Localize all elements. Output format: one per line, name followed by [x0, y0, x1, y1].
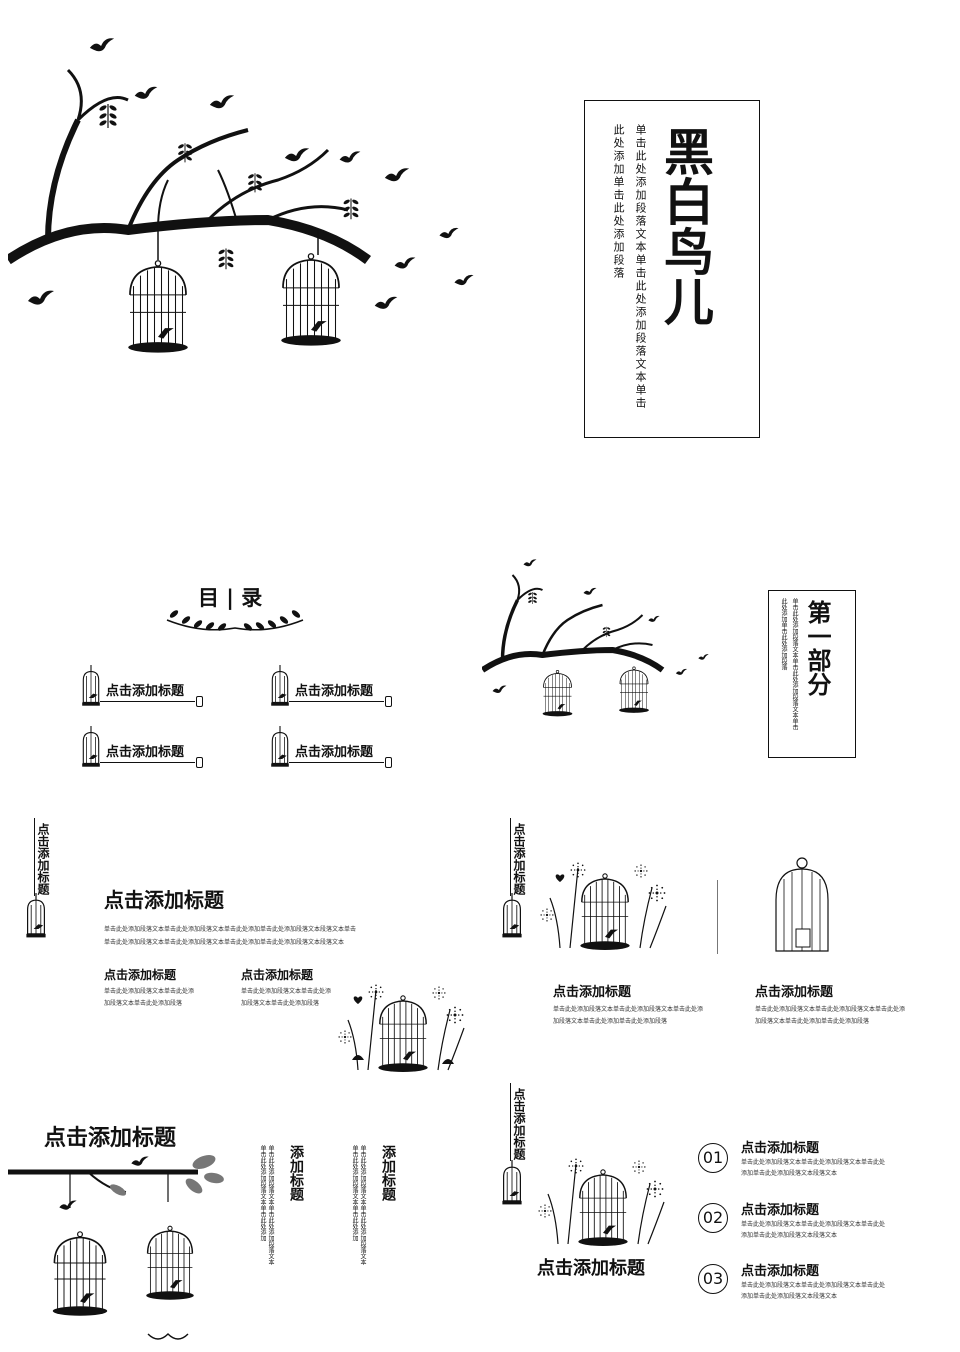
slide4-sub2-title: 点击添加标题 [241, 968, 314, 982]
side-line [510, 818, 511, 896]
toc-cage-icon [270, 665, 290, 707]
slide7-cage-flowers-art [538, 1158, 665, 1247]
slide4-cage-icon [25, 893, 47, 939]
slide7-item-1-title: 点击添加标题 [741, 1141, 820, 1156]
slide7-cage-icon [501, 1160, 523, 1206]
slide6-col1-heading: 添加标题 [288, 1145, 304, 1201]
toc-cage-icon [81, 665, 101, 707]
part-one-body-col1: 单击此处添加段落文本单击此处添加段落文本单击 [791, 598, 798, 730]
toc-item-3[interactable]: 点击添加标题 [106, 745, 185, 760]
slide7-side-label: 点击添加标题 [512, 1088, 526, 1160]
slide5-side-label: 点击添加标题 [512, 823, 526, 895]
slide6-col2-heading: 添加标题 [380, 1145, 396, 1201]
slide7-caption: 点击添加标题 [537, 1258, 645, 1279]
slide4-sub1-body: 单击此处添加段落文本单击此处添加段落文本单击此处添加段落 [104, 988, 195, 1007]
side-line [34, 818, 35, 896]
slide5-right-title: 点击添加标题 [755, 985, 834, 1000]
slide7-item-3-title: 点击添加标题 [741, 1264, 820, 1279]
toc-line [289, 762, 384, 763]
cover-body-col1: 单击此处添加段落文本单击此处添加段落文本单击 [634, 124, 647, 410]
slide7-item-2-title: 点击添加标题 [741, 1203, 820, 1218]
toc-item-2[interactable]: 点击添加标题 [295, 684, 374, 699]
slide7-item-3-body: 单击此处添加段落文本单击此处添加段落文本单击此处 [741, 1282, 886, 1289]
slide5-right-body: 单击此处添加段落文本单击此处添加段落文本单击此处添加段落文本单击此处添加单击此处… [755, 1006, 906, 1025]
slide5-left-title: 点击添加标题 [553, 985, 632, 1000]
slide5-left-body: 单击此处添加段落文本单击此处添加段落文本单击此处添加段落文本单击此处添加单击此处… [553, 1006, 704, 1025]
slide7-item-1-body: 单击此处添加段落文本单击此处添加段落文本单击此处 [741, 1159, 886, 1166]
slide4-body-line2: 单击此处添加段落文本单击此处添加段落文本单击此处添加单击此处添加段落文本段落文本 [104, 939, 345, 946]
slide4-title: 点击添加标题 [104, 888, 224, 912]
slide6-col1-body: 单击此处添加段落文本单击此处添加段落文本单击此处添加段落文本单击此处添加 [259, 1145, 274, 1265]
part-one-tree-art [482, 559, 709, 717]
toc-bulb-icon [385, 696, 392, 707]
slide7-item-3-body2: 添加单击此处添加段落文本段落文本 [741, 1293, 838, 1300]
item-number-badge: 03 [698, 1264, 728, 1294]
cover-title: 黑白鸟儿 [656, 126, 714, 326]
slide5-cage-flowers-art [540, 862, 667, 951]
toc-line [289, 701, 384, 702]
toc-line [100, 762, 195, 763]
cover-body-col2: 此处添加单击此处添加段落 [612, 124, 625, 280]
slide6-title: 点击添加标题 [44, 1126, 177, 1151]
slide6-branch-cages-art [8, 1155, 224, 1340]
tree-branch-art [8, 38, 474, 354]
toc-heading: 目 | 录 [198, 586, 263, 610]
toc-cage-icon [81, 726, 101, 768]
part-one-frame [768, 590, 856, 758]
slide5-open-cage-art [775, 857, 829, 952]
side-line [510, 1083, 511, 1161]
slide4-sub2-body: 单击此处添加段落文本单击此处添加段落文本单击此处添加段落 [241, 988, 332, 1007]
slide7-item-1-body2: 添加单击此处添加段落文本段落文本 [741, 1170, 838, 1177]
toc-bulb-icon [196, 757, 203, 768]
toc-bulb-icon [385, 757, 392, 768]
slide4-side-label: 点击添加标题 [36, 823, 50, 895]
laurel-ornament [166, 610, 304, 631]
slide7-item-2-body: 单击此处添加段落文本单击此处添加段落文本单击此处 [741, 1221, 886, 1228]
cover-frame [584, 100, 760, 438]
item-number-badge: 02 [698, 1203, 728, 1233]
part-one-title: 第一部分 [803, 600, 831, 696]
slide5-cage-icon [501, 893, 523, 939]
slide5-divider [717, 880, 718, 954]
slide7-item-2-body2: 添加单击此处添加段落文本段落文本 [741, 1232, 838, 1239]
slide4-sub1-title: 点击添加标题 [104, 968, 177, 982]
toc-line [100, 701, 195, 702]
toc-item-1[interactable]: 点击添加标题 [106, 684, 185, 699]
toc-item-4[interactable]: 点击添加标题 [295, 745, 374, 760]
slide4-body-line1: 单击此处添加段落文本单击此处添加段落文本单击此处添加单击此处添加段落文本段落文本… [104, 926, 357, 933]
part-one-body-col2: 此处添加单击此处添加段落 [780, 598, 787, 670]
slide6-col2-body: 单击此处添加段落文本单击此处添加段落文本单击此处添加段落文本单击此处添加 [351, 1145, 366, 1265]
toc-cage-icon [270, 726, 290, 768]
item-number-badge: 01 [698, 1143, 728, 1173]
toc-bulb-icon [196, 696, 203, 707]
slide4-cage-flowers-art [338, 984, 465, 1073]
